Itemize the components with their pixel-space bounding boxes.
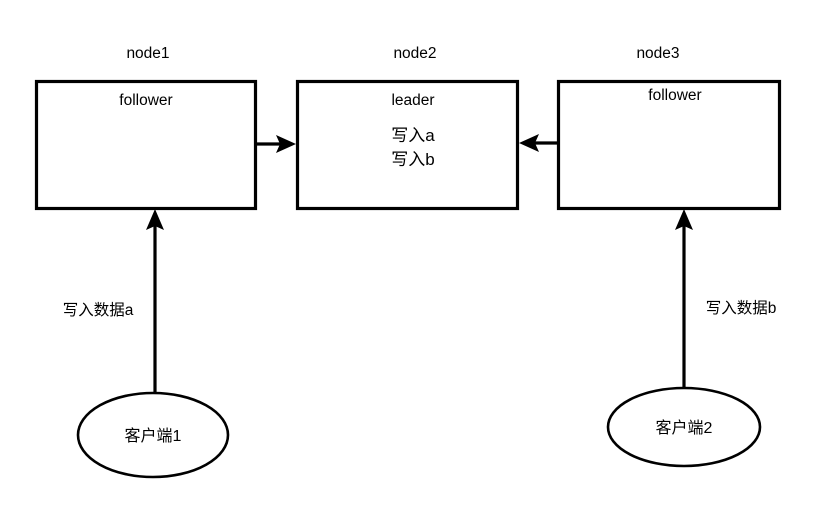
node1-role-label: follower [119, 92, 172, 109]
node1-title: node1 [126, 45, 169, 62]
client1-label: 客户端1 [125, 427, 182, 445]
client2-label: 客户端2 [656, 419, 713, 437]
edge-node1-to-node2[interactable] [256, 135, 296, 153]
edge-node3-to-node2[interactable] [519, 134, 558, 152]
edge-client1-to-node1[interactable]: 写入数据a [63, 209, 164, 394]
client-client2[interactable]: 客户端2 [606, 386, 762, 468]
client1-ellipse[interactable] [76, 391, 230, 479]
node3-role-label: follower [648, 87, 701, 104]
client-client1[interactable]: 客户端1 [76, 391, 230, 479]
node-node1[interactable]: node1 follower [34, 45, 258, 211]
node3-title: node3 [636, 45, 679, 62]
node-node2[interactable]: node2 leader 写入a 写入b [295, 45, 520, 211]
node2-title: node2 [393, 45, 436, 62]
node1-box[interactable] [34, 79, 258, 211]
node2-role-label: leader [391, 92, 434, 109]
edge-client2-to-node3[interactable]: 写入数据b [675, 209, 776, 390]
client2-ellipse[interactable] [606, 386, 762, 468]
arrowhead-right-icon [276, 135, 296, 153]
arrowhead-up-icon [675, 209, 693, 230]
edge-client1-node1-label: 写入数据a [63, 301, 134, 319]
node2-log-entry-2: 写入b [391, 150, 434, 169]
node2-box[interactable] [295, 79, 520, 211]
node-node3[interactable]: node3 follower [556, 45, 782, 211]
node2-log-entry-1: 写入a [391, 126, 435, 145]
node3-box[interactable] [556, 79, 782, 211]
edge-client2-node3-label: 写入数据b [706, 299, 777, 317]
arrowhead-left-icon [519, 134, 539, 152]
arrowhead-up-icon [146, 209, 164, 230]
